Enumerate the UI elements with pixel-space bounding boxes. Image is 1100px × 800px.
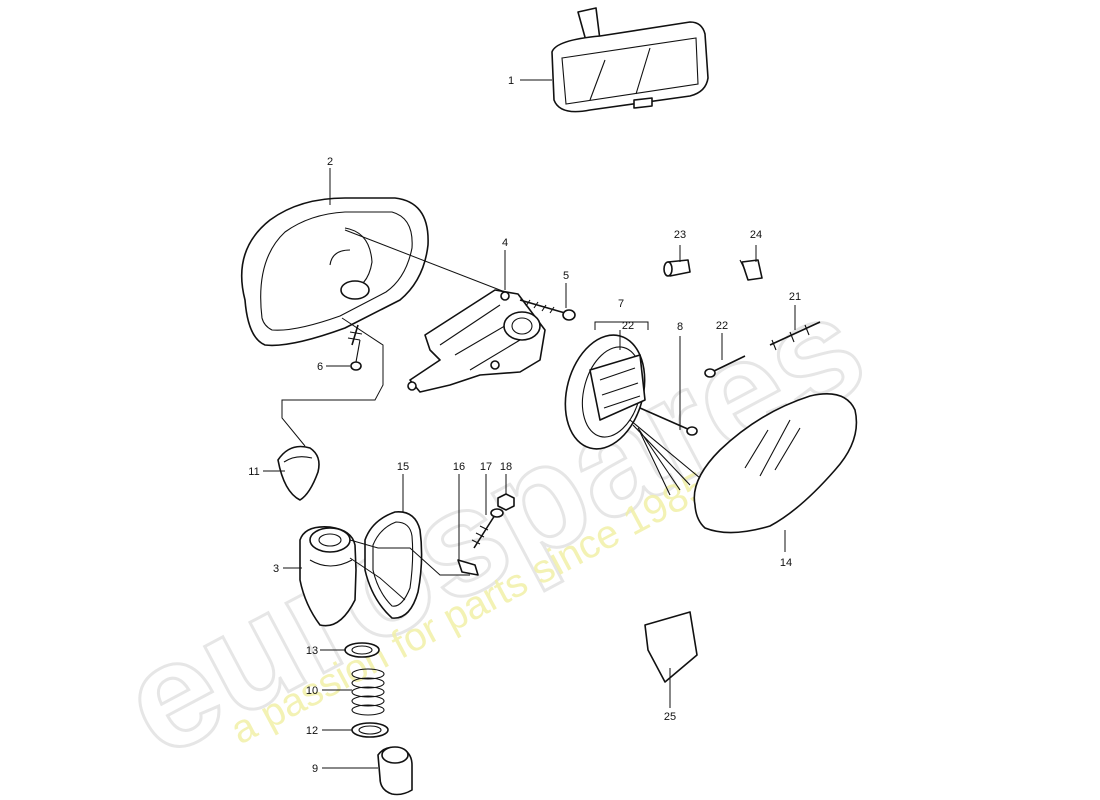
part-23-connector (663, 259, 691, 277)
callout-2: 2 (327, 156, 333, 168)
callout-11: 11 (248, 466, 259, 478)
callout-1: 1 (508, 75, 514, 87)
part-18-nut (497, 493, 515, 511)
callout-23: 23 (674, 229, 686, 241)
part-5-screw (519, 299, 576, 321)
part-22-screw (704, 355, 746, 378)
callout-7: 7 (618, 298, 624, 310)
part-21-connector-pin (769, 321, 821, 351)
callout-17: 17 (480, 461, 492, 473)
part-3-mirror-base (299, 525, 357, 627)
callout-4: 4 (502, 237, 508, 249)
callout-15: 15 (397, 461, 409, 473)
part-7-motor-unit (564, 334, 701, 496)
part-16-clip (457, 559, 479, 576)
part-6-screw (347, 324, 363, 371)
part-1-rear-view-mirror (551, 7, 709, 113)
callout-24: 24 (750, 229, 762, 241)
callout-12: 12 (306, 725, 318, 737)
part-9-plug (377, 746, 413, 796)
part-4-mirror-bracket (407, 289, 546, 393)
callout-5: 5 (563, 270, 569, 282)
part-12-ring (351, 722, 389, 738)
callout-8: 8 (677, 321, 683, 333)
callout-18: 18 (500, 461, 512, 473)
part-10-spring (351, 668, 385, 716)
part-25-sticker (644, 611, 698, 683)
part-15-gasket (364, 511, 423, 619)
callout-13: 13 (306, 645, 318, 657)
assembly-lines (281, 229, 506, 601)
callout-22-motor: 22 (622, 320, 634, 332)
callout-25: 25 (664, 711, 676, 723)
part-2-mirror-housing (240, 197, 429, 347)
leader-lines (263, 79, 796, 769)
part-24-connector (739, 259, 763, 281)
callout-22-screw: 22 (716, 320, 728, 332)
callout-3: 3 (273, 563, 279, 575)
part-14-mirror-glass (693, 393, 858, 534)
callout-21: 21 (789, 291, 801, 303)
callout-labels: 1 2 3 4 5 6 7 8 9 10 11 12 13 14 15 16 1… (248, 75, 801, 775)
part-11-cap (277, 445, 320, 501)
callout-16: 16 (453, 461, 465, 473)
callout-6: 6 (317, 361, 323, 373)
part-13-ring (344, 642, 380, 658)
callout-10: 10 (306, 685, 318, 697)
callout-9: 9 (312, 763, 318, 775)
part-8-long-screw (639, 407, 698, 436)
callout-14: 14 (780, 557, 792, 569)
part-17-bolt (471, 508, 504, 549)
